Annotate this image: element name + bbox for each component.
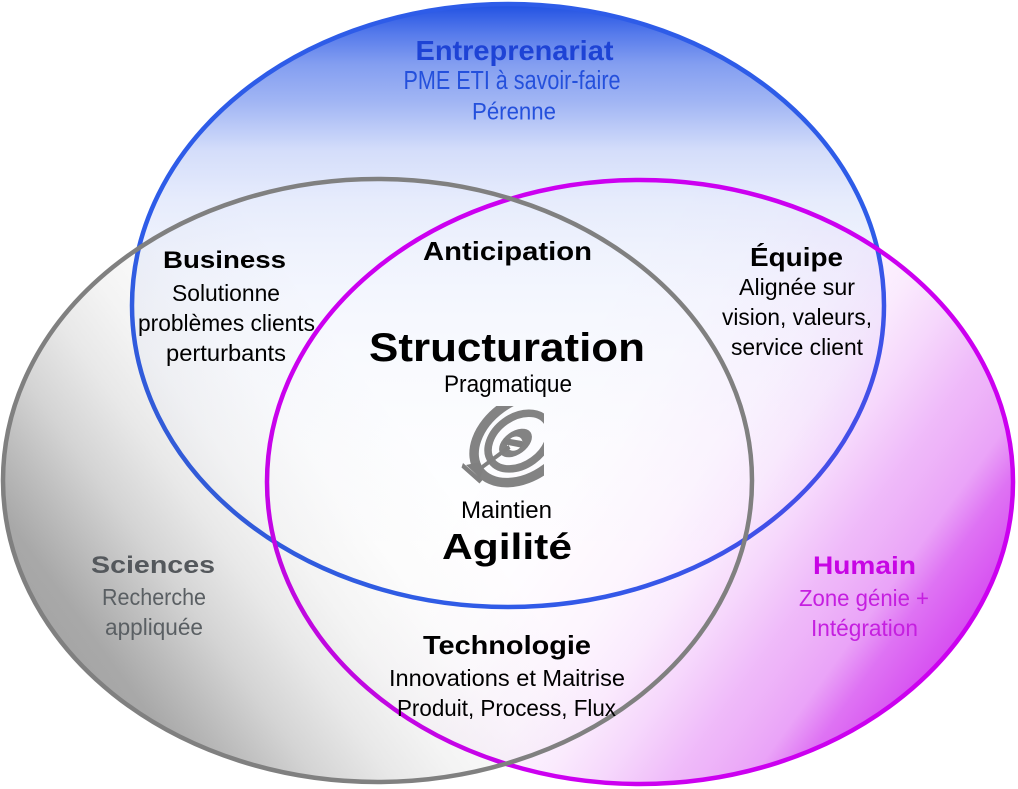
svg-text:Anticipation: Anticipation xyxy=(423,236,592,266)
svg-text:Structuration: Structuration xyxy=(369,326,645,370)
svg-text:problèmes clients: problèmes clients xyxy=(138,310,315,336)
svg-text:Intégration: Intégration xyxy=(811,615,918,641)
svg-text:Agilité: Agilité xyxy=(442,526,572,567)
svg-text:vision, valeurs,: vision, valeurs, xyxy=(722,304,872,330)
svg-text:Pérenne: Pérenne xyxy=(472,99,556,126)
svg-text:Business: Business xyxy=(163,247,286,274)
svg-text:Sciences: Sciences xyxy=(91,552,215,579)
svg-text:Solutionne: Solutionne xyxy=(172,280,280,306)
svg-text:Maintien: Maintien xyxy=(461,497,552,524)
svg-text:Pragmatique: Pragmatique xyxy=(444,371,572,398)
svg-text:Produit, Process, Flux: Produit, Process, Flux xyxy=(397,695,616,721)
svg-text:Alignée sur: Alignée sur xyxy=(739,274,855,300)
svg-text:appliquée: appliquée xyxy=(105,614,203,640)
svg-text:perturbants: perturbants xyxy=(166,340,286,366)
svg-text:Équipe: Équipe xyxy=(750,242,843,272)
svg-text:service client: service client xyxy=(731,334,864,360)
svg-text:Innovations et Maitrise: Innovations et Maitrise xyxy=(389,665,625,691)
svg-text:PME ETI à savoir-faire: PME ETI à savoir-faire xyxy=(404,67,621,95)
svg-text:Humain: Humain xyxy=(813,552,916,580)
svg-text:Technologie: Technologie xyxy=(423,630,591,660)
svg-text:Entreprenariat: Entreprenariat xyxy=(416,35,614,66)
svg-text:Recherche: Recherche xyxy=(102,584,206,610)
svg-text:Zone génie +: Zone génie + xyxy=(799,585,929,611)
